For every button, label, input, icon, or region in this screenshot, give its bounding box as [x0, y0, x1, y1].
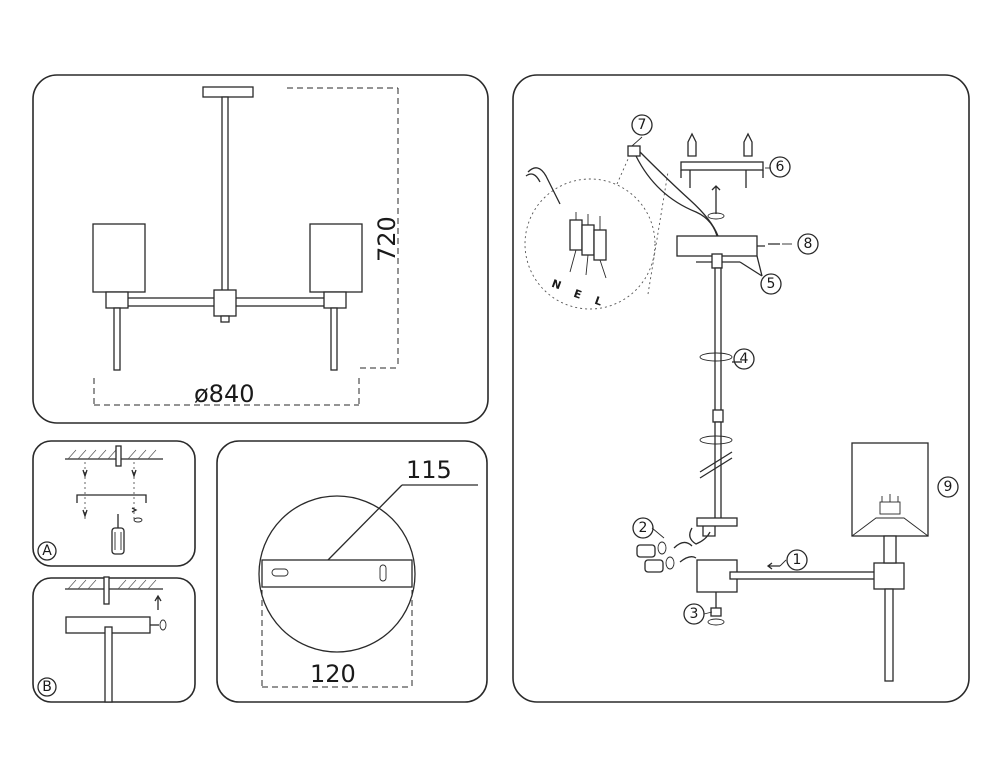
- callout-8: 8: [804, 236, 813, 252]
- step-a-label: A: [42, 543, 52, 559]
- step-b-label: B: [42, 679, 52, 695]
- height-dimension: 720: [373, 216, 401, 262]
- callout-9: 9: [944, 479, 953, 495]
- wire-label-n: N: [550, 277, 563, 292]
- mounting-plate-panel: 115 120: [216, 440, 488, 703]
- exploded-assembly-panel: N E L: [512, 74, 970, 703]
- dimension-view-panel: ø840 720: [32, 74, 489, 424]
- callout-3: 3: [690, 606, 699, 622]
- plate-width-dimension: 120: [310, 660, 356, 688]
- callout-1: 1: [793, 552, 802, 568]
- wire-label-l: L: [593, 294, 604, 309]
- callout-5: 5: [767, 276, 776, 292]
- bulb-holders: [636, 527, 711, 573]
- step-a-panel: A: [32, 440, 196, 567]
- terminal-block-detail: [569, 212, 607, 279]
- callout-7: 7: [638, 117, 647, 133]
- diameter-dimension: ø840: [194, 380, 255, 408]
- callout-4: 4: [740, 351, 749, 367]
- step-b-panel: B: [32, 576, 196, 703]
- callout-2: 2: [639, 520, 648, 536]
- hole-spacing-dimension: 115: [406, 456, 452, 484]
- wire-label-e: E: [572, 287, 584, 302]
- callout-6: 6: [776, 159, 785, 175]
